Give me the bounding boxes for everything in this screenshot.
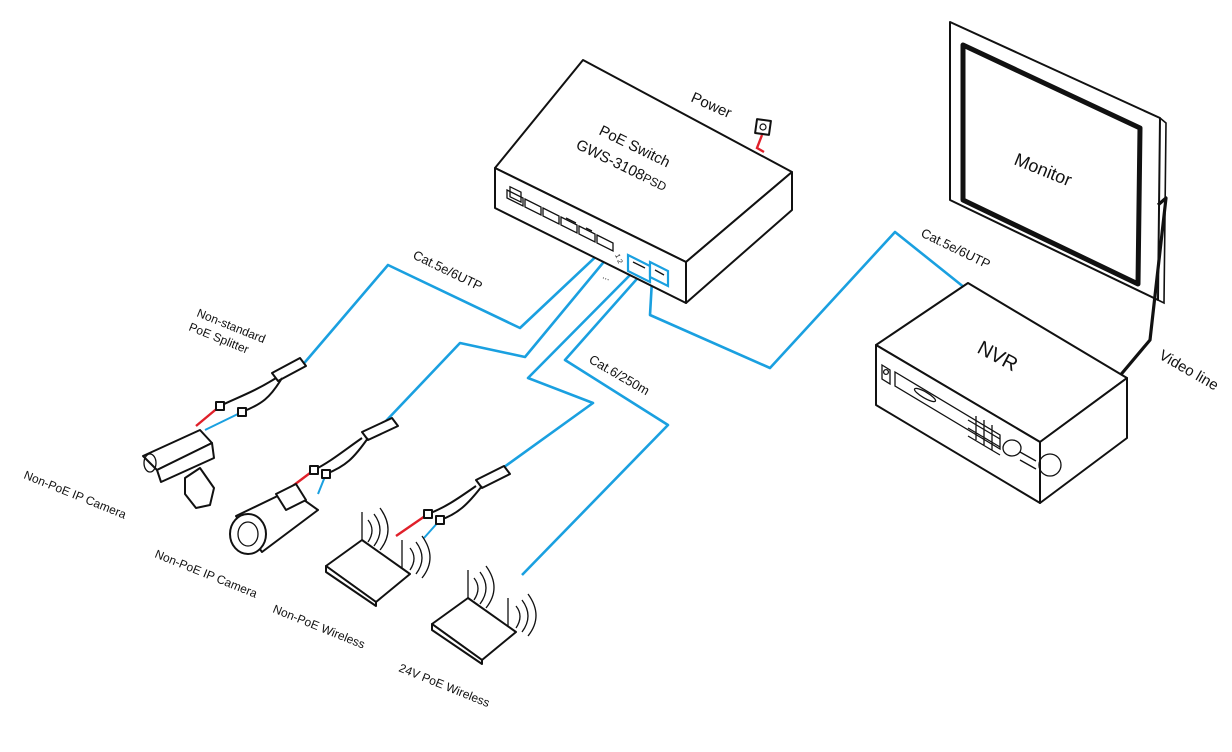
ip-camera-2 xyxy=(229,483,319,555)
cable-label-long: Cat.6/250m xyxy=(587,352,653,399)
device-label-wireless2: 24V PoE Wireless xyxy=(397,661,492,710)
svg-text:...: ... xyxy=(601,270,611,282)
wireless-router-1 xyxy=(325,507,431,607)
cable-switch-wireless2 xyxy=(521,271,670,576)
poe-splitter-2 xyxy=(289,417,399,495)
device-label-wireless1: Non-PoE Wireless xyxy=(271,602,367,652)
video-line-label: Video line xyxy=(1156,347,1221,395)
device-label-camera2: Non-PoE IP Camera xyxy=(153,547,260,601)
cable-switch-camera1 xyxy=(299,247,606,369)
device-label-camera1: Non-PoE IP Camera xyxy=(22,468,129,522)
poe-switch: 1 2 ... PoE Switch GWS-3108PSD xyxy=(494,59,793,304)
poe-splitter-1 xyxy=(195,357,307,431)
cable-switch-camera2 xyxy=(384,251,614,423)
monitor: Monitor xyxy=(949,21,1168,380)
poe-splitter-3 xyxy=(395,465,511,539)
ip-camera-1 xyxy=(142,429,215,509)
svg-text:1 2: 1 2 xyxy=(613,253,623,265)
cable-switch-wireless1 xyxy=(499,269,636,472)
cable-label-switch-camera: Cat.5e/6UTP xyxy=(411,247,485,293)
cables xyxy=(299,230,966,576)
wireless-router-2 xyxy=(431,565,537,665)
cable-switch-nvr xyxy=(648,230,966,370)
nvr: NVR xyxy=(875,282,1128,504)
power-label: Power xyxy=(688,89,734,122)
cable-label-switch-nvr: Cat.5e/6UTP xyxy=(919,225,993,271)
